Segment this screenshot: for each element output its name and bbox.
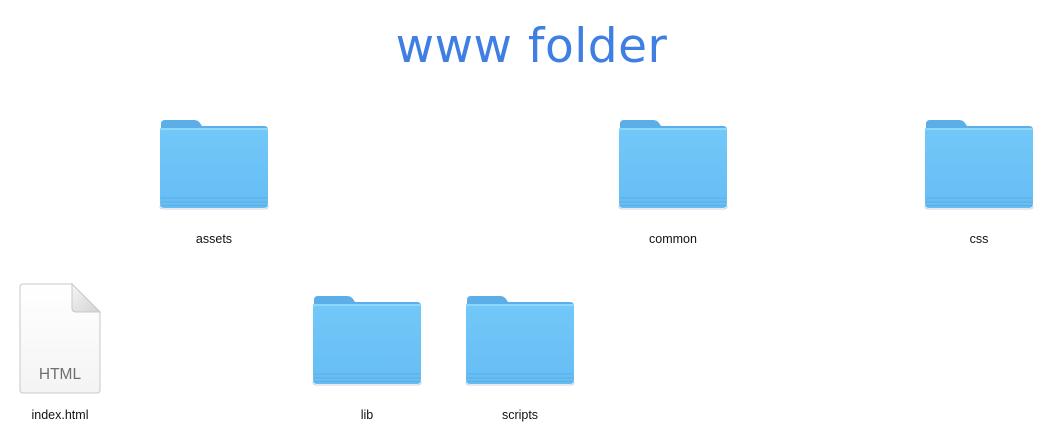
folder-icon xyxy=(618,120,728,210)
file-label: index.html xyxy=(31,408,89,422)
page-title: www folder xyxy=(395,19,668,74)
folder-label: common xyxy=(649,232,697,246)
folder-icon xyxy=(312,296,422,386)
folder-label: lib xyxy=(360,408,374,422)
folder-label: scripts xyxy=(501,408,539,422)
folder-label: css xyxy=(969,232,989,246)
folder-item-lib[interactable]: lib xyxy=(287,294,447,444)
folder-item-common[interactable]: common xyxy=(593,118,753,268)
file-type-badge: HTML xyxy=(39,366,82,383)
folder-item-css[interactable]: css xyxy=(899,118,1059,268)
folder-item-assets[interactable]: assets xyxy=(134,118,294,268)
folder-icon xyxy=(924,120,1034,210)
folder-item-scripts[interactable]: scripts xyxy=(440,294,600,444)
file-item-index-html[interactable]: HTML index.html xyxy=(0,278,140,428)
folder-icon xyxy=(465,296,575,386)
html-file-icon: HTML xyxy=(19,282,102,394)
folder-icon xyxy=(159,120,269,210)
folder-label: assets xyxy=(195,232,233,246)
